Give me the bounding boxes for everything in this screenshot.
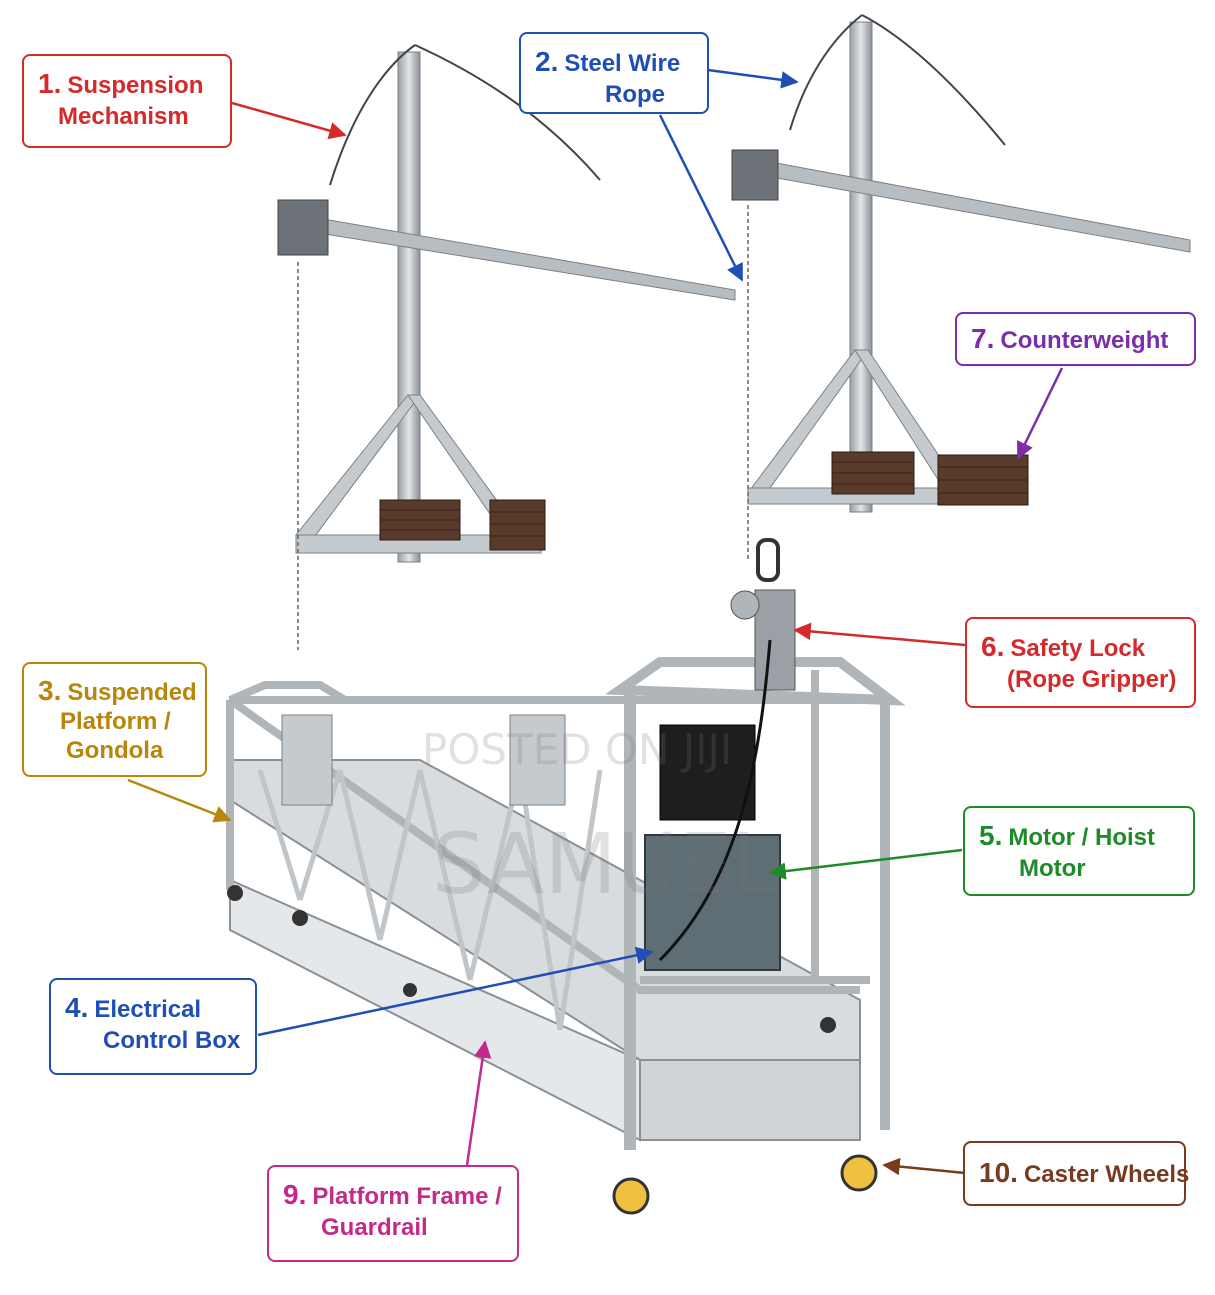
label-safety-lock: 6.Safety Lock (Rope Gripper) (965, 617, 1196, 708)
safety-lock (730, 538, 796, 691)
label-suspension-mechanism: 1.Suspension Mechanism (22, 54, 232, 148)
left-counterweight-blocks (379, 499, 546, 551)
caster-wheel-set (227, 885, 878, 1215)
motor-housing (644, 724, 781, 971)
label-motor-hoist: 5.Motor / Hoist Motor (963, 806, 1195, 896)
label-platform-frame-guardrail: 9.Platform Frame / Guardrail (267, 1165, 519, 1262)
label-electrical-control-box: 4.Electrical Control Box (49, 978, 257, 1075)
right-counterweight-blocks (831, 451, 1029, 506)
label-suspended-platform: 3.Suspended Platform / Gondola (22, 662, 207, 777)
gondola-platform (226, 538, 906, 1215)
callout-arrows (127, 68, 1064, 1176)
label-caster-wheels: 10.Caster Wheels (963, 1141, 1189, 1206)
control-box (281, 714, 566, 806)
label-steel-wire-rope: 2.Steel Wire Rope (519, 32, 709, 114)
left-suspension-mechanism (277, 44, 736, 650)
label-counterweight: 7.Counterweight (955, 312, 1196, 366)
right-suspension-mechanism (731, 14, 1191, 560)
